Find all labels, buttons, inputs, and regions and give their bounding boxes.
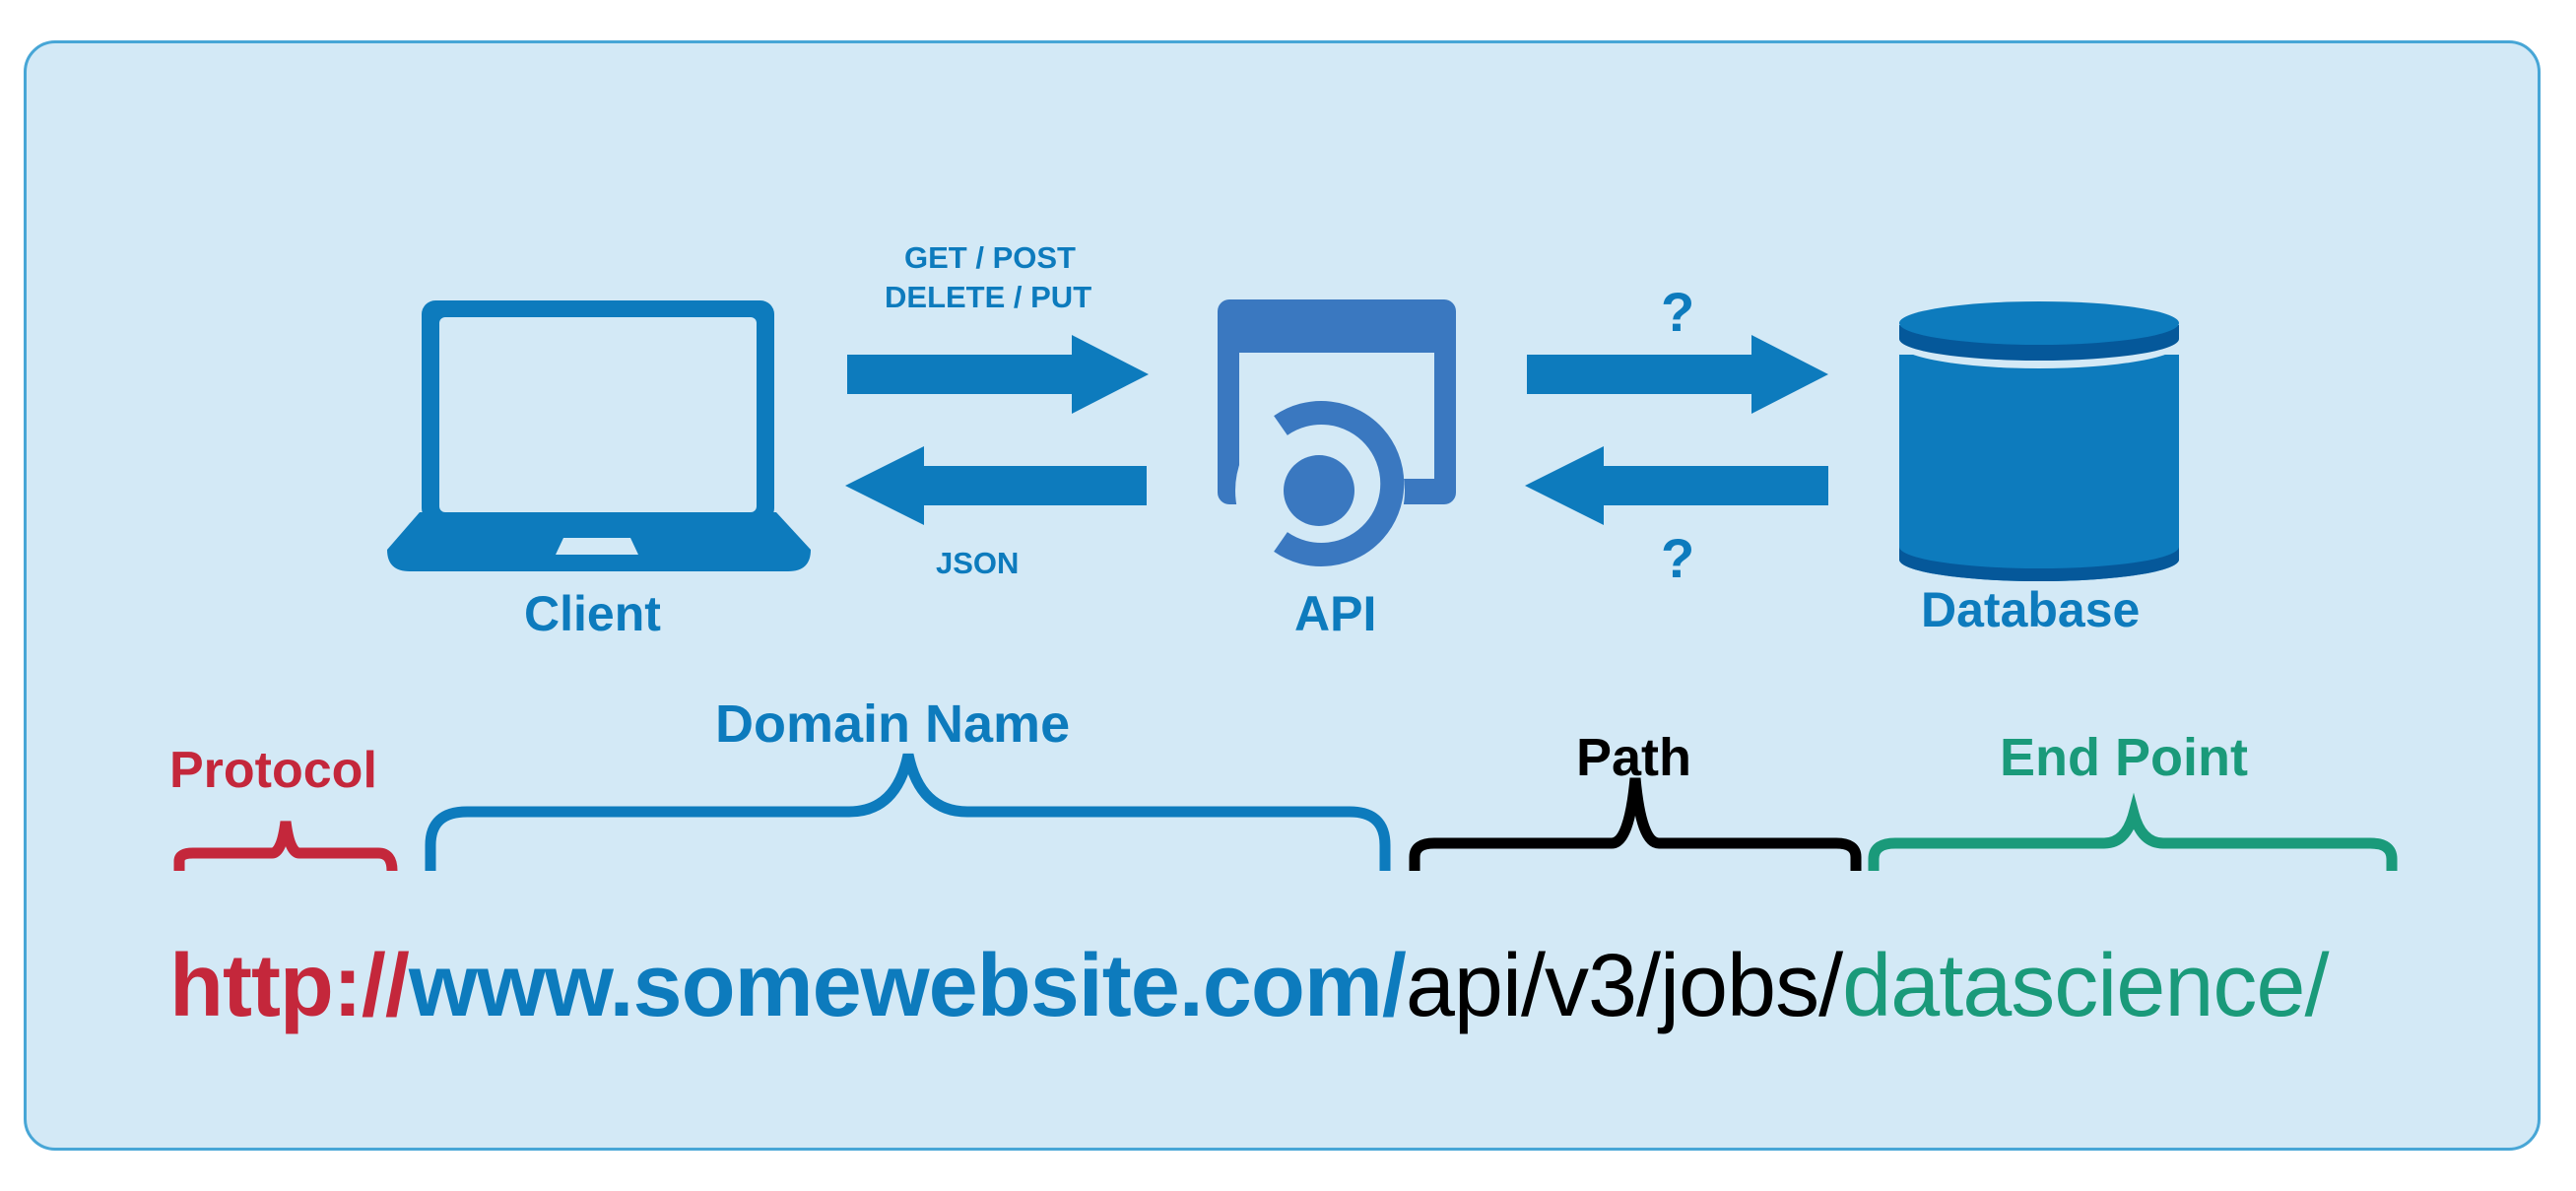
request-methods-line2: DELETE / PUT [885,280,1092,314]
db-request-label: ? [1661,281,1695,343]
request-methods-line1: GET / POST [904,240,1076,275]
api-label: API [1294,586,1377,641]
response-arrow [845,446,1147,525]
path-label: Path [1576,728,1692,787]
db-response-label: ? [1661,527,1695,589]
endpoint-label: End Point [2000,728,2248,787]
example-url: http://www.somewebsite.com/api/v3/jobs/d… [169,936,2329,1037]
path-brace [1409,777,1862,871]
db-response-arrow [1525,446,1828,525]
protocol-brace [173,821,398,872]
url-endpoint: datascience/ [1842,937,2329,1035]
domain-name-label: Domain Name [715,695,1071,754]
diagram-panel [24,40,2541,1151]
response-format-label: JSON [936,546,1020,580]
url-protocol: http:// [169,937,410,1035]
domain-brace [425,753,1391,871]
api-icon [1218,299,1456,575]
endpoint-brace [1868,792,2398,871]
database-icon [1897,301,2181,581]
db-request-arrow [1527,335,1828,414]
protocol-label: Protocol [169,742,377,799]
database-label: Database [1921,582,2141,637]
laptop-icon [387,300,811,571]
request-arrow [847,335,1149,414]
client-label: Client [524,586,661,641]
url-domain: www.somewebsite.com/ [408,937,1407,1035]
url-path: api/v3/jobs/ [1405,937,1843,1035]
